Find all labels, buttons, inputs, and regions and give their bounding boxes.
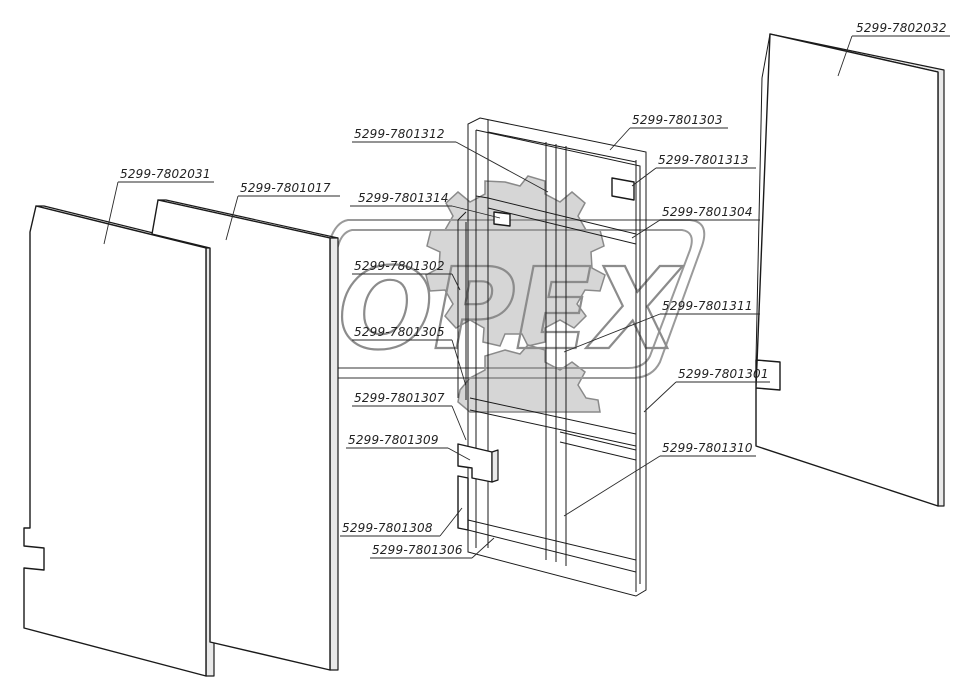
label-5299-7801312: 5299-7801312 <box>354 127 445 141</box>
panel-5299-7802031 <box>23 205 215 677</box>
label-5299-7802032: 5299-7802032 <box>856 21 947 35</box>
label-5299-7802031: 5299-7802031 <box>120 167 211 181</box>
label-5299-7801310: 5299-7801310 <box>662 441 753 455</box>
plate-5299-7801313 <box>611 177 635 201</box>
block-5299-7801309 <box>457 443 493 483</box>
label-5299-7801017: 5299-7801017 <box>240 181 331 195</box>
plate-5299-7801314 <box>493 211 511 227</box>
frame-assembly <box>457 117 647 597</box>
label-5299-7801301: 5299-7801301 <box>678 367 769 381</box>
label-5299-7801307: 5299-7801307 <box>354 391 445 405</box>
label-5299-7801306: 5299-7801306 <box>372 543 463 557</box>
part-labels: 5299-7802032 5299-7801303 5299-7801312 5… <box>120 21 947 557</box>
label-5299-7801308: 5299-7801308 <box>342 521 433 535</box>
label-5299-7801305: 5299-7801305 <box>354 325 445 339</box>
watermark: OPEX <box>286 175 706 413</box>
label-5299-7801303: 5299-7801303 <box>632 113 723 127</box>
label-5299-7801313: 5299-7801313 <box>658 153 749 167</box>
label-5299-7801302: 5299-7801302 <box>354 259 445 273</box>
watermark-frame-inner <box>297 229 693 369</box>
label-5299-7801309: 5299-7801309 <box>348 433 439 447</box>
panel-5299-7802032 <box>755 33 945 507</box>
label-5299-7801314: 5299-7801314 <box>358 191 449 205</box>
watermark-text: OPEX <box>338 245 683 375</box>
leader-lines <box>103 35 950 559</box>
panel-5299-7801017 <box>151 199 339 671</box>
label-5299-7801304: 5299-7801304 <box>662 205 753 219</box>
watermark-frame <box>286 219 706 379</box>
label-5299-7801311: 5299-7801311 <box>662 299 753 313</box>
post-5299-7801308 <box>457 475 469 531</box>
